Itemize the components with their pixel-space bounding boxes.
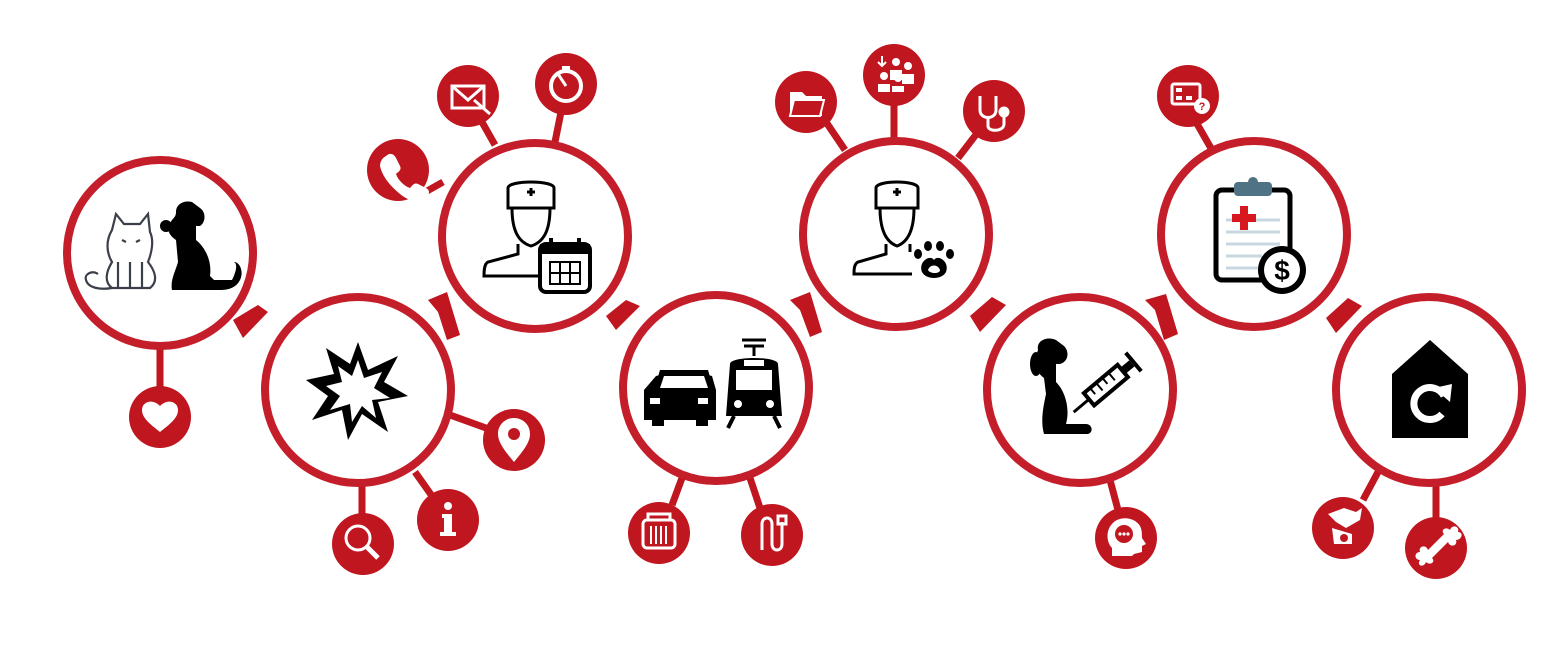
svg-text:$: $ [1274,255,1290,286]
chevron-right-icon [970,297,1006,332]
chevron-right-icon [1326,298,1362,333]
phone-icon [380,153,429,202]
step-circle-vet-appointment [438,139,632,333]
vet-calendar-icon [482,180,592,294]
car-and-tram-icon [644,338,782,429]
vet-paw-icon [852,180,954,278]
pet-carrier-icon [641,512,677,550]
svg-text:?: ? [1199,101,1206,113]
info-icon [440,502,456,536]
heart-icon [142,401,178,432]
chevron-right-icon [233,305,268,338]
satellite-envelope [437,65,499,127]
envelope-icon [450,84,491,116]
chevron-right-icon [606,300,640,330]
step-circle-vet-visit [799,137,993,331]
people-queue-icon [877,56,914,92]
clipboard-dollar-icon: $ [1213,177,1306,294]
burst-icon [306,342,408,440]
magnifier-icon [344,524,380,560]
handshake-icon [1328,508,1362,544]
timer-icon [549,66,583,103]
folder-icon [788,92,826,117]
step-circle-treatment [983,293,1177,487]
cat-and-dog-icon [84,201,242,290]
satellite-magnifier [332,513,394,575]
dog-syringe-icon [1030,338,1143,434]
question-card-icon: ? [1170,82,1210,114]
stethoscope-icon [978,96,1010,132]
speech-head-icon [1107,518,1146,556]
step-circle-pet-owner [63,156,257,350]
home-refresh-icon [1392,340,1468,438]
satellite-carrier [628,502,690,564]
chevron-right-icon [790,292,822,337]
chevron-right-icon [428,292,460,340]
location-pin-icon [498,418,530,462]
bone-icon [1415,526,1462,566]
satellite-stethoscope [963,80,1025,142]
leash-icon [760,514,788,552]
step-arrows [233,292,1362,340]
satellite-handshake [1312,497,1374,559]
chevron-right-icon [1145,294,1178,340]
step-circles [63,137,1526,487]
